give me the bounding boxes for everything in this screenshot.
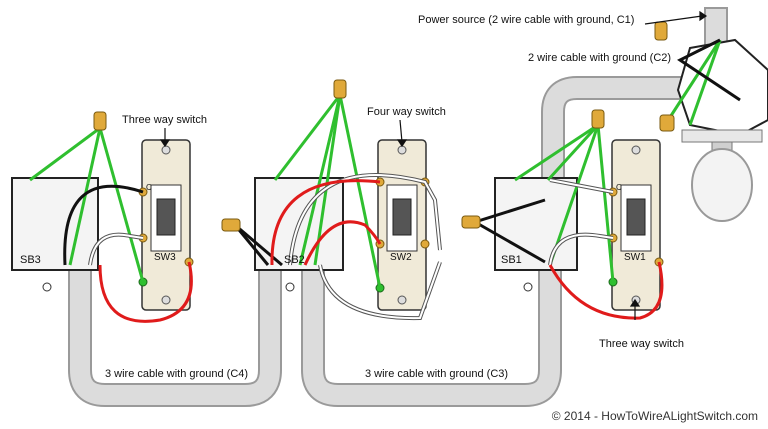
black-wires [63,38,741,267]
switch-sw3 [138,139,194,311]
conduit-c2 [541,76,690,180]
label-pointers [159,10,708,320]
switch-sw3-label: SW3 [154,252,176,263]
switch-box-sb3-label: SB3 [20,254,41,266]
switch-box-sb3 [11,177,99,292]
three-way-switch-label-bottom: Three way switch [599,338,684,350]
common-terminal-mark-sw1: C [616,183,622,192]
common-terminal-mark-sw3: C [146,183,152,192]
cable-c4-label: 3 wire cable with ground (C4) [105,368,249,380]
ground-wires [29,39,722,289]
switch-sw1-label: SW1 [624,252,646,263]
three-way-switch-label-top: Three way switch [122,114,207,126]
switch-box-sb1 [494,177,578,292]
power-source-label: Power source (2 wire cable with ground, … [418,14,635,26]
conduit-c3 [301,265,562,407]
red-wires [98,179,664,323]
cable-c2-label: 2 wire cable with ground (C2) [528,52,672,64]
switch-sw2-label: SW2 [390,252,412,263]
four-way-switch-label: Four way switch [367,106,446,118]
wire-connectors [93,21,675,232]
switch-box-sb2-label: SB2 [284,254,305,266]
conduit-c4 [68,265,282,407]
switch-box-sb1-label: SB1 [501,254,522,266]
switch-sw1 [608,139,664,311]
cable-c3-label: 3 wire cable with ground (C3) [365,368,509,380]
switch-sw2 [375,139,430,311]
light-bulb [691,141,753,222]
copyright-text: © 2014 - HowToWireALightSwitch.com [551,409,758,423]
